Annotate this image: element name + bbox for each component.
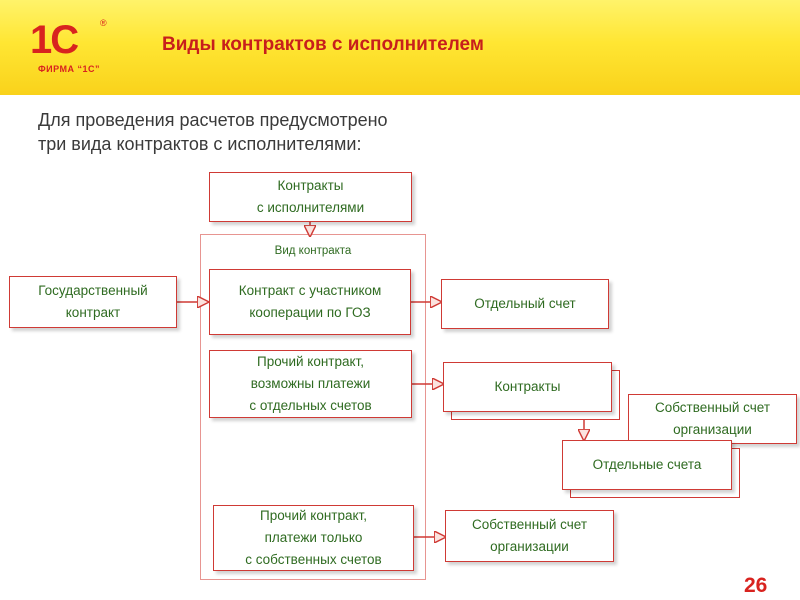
subtitle-line-2: три вида контрактов с исполнителями: (38, 134, 362, 154)
node-own-account-org-1: Собственный счет организации (628, 394, 797, 444)
contract-type-group-label: Вид контракта (274, 245, 352, 257)
logo-mark: 1C (30, 18, 79, 62)
logo-subtitle: ФИРМА “1С” (38, 64, 101, 74)
node-separate-accounts: Отдельные счета (562, 440, 732, 490)
node-other-contract-own: Прочий контракт, платежи только с собств… (213, 505, 414, 571)
slide-subtitle: Для проведения расчетов предусмотрено тр… (38, 108, 388, 156)
page-number: 26 (744, 574, 768, 597)
company-logo: 1C ® ФИРМА “1С” (30, 18, 120, 82)
logo-registered-mark: ® (100, 18, 107, 28)
node-separate-account: Отдельный счет (441, 279, 609, 329)
node-goz-participant-contract: Контракт с участником кооперации по ГОЗ (209, 269, 411, 335)
node-other-contract-separate: Прочий контракт, возможны платежи с отде… (209, 350, 412, 418)
node-own-account-org-2: Собственный счет организации (445, 510, 614, 562)
header-bar: 1C ® ФИРМА “1С” Виды контрактов с исполн… (0, 0, 800, 95)
slide-title: Виды контрактов с исполнителем (162, 34, 484, 55)
subtitle-line-1: Для проведения расчетов предусмотрено (38, 110, 388, 130)
node-state-contract: Государственный контракт (9, 276, 177, 328)
node-contracts-with-executors: Контракты с исполнителями (209, 172, 412, 222)
node-contracts: Контракты (443, 362, 612, 412)
